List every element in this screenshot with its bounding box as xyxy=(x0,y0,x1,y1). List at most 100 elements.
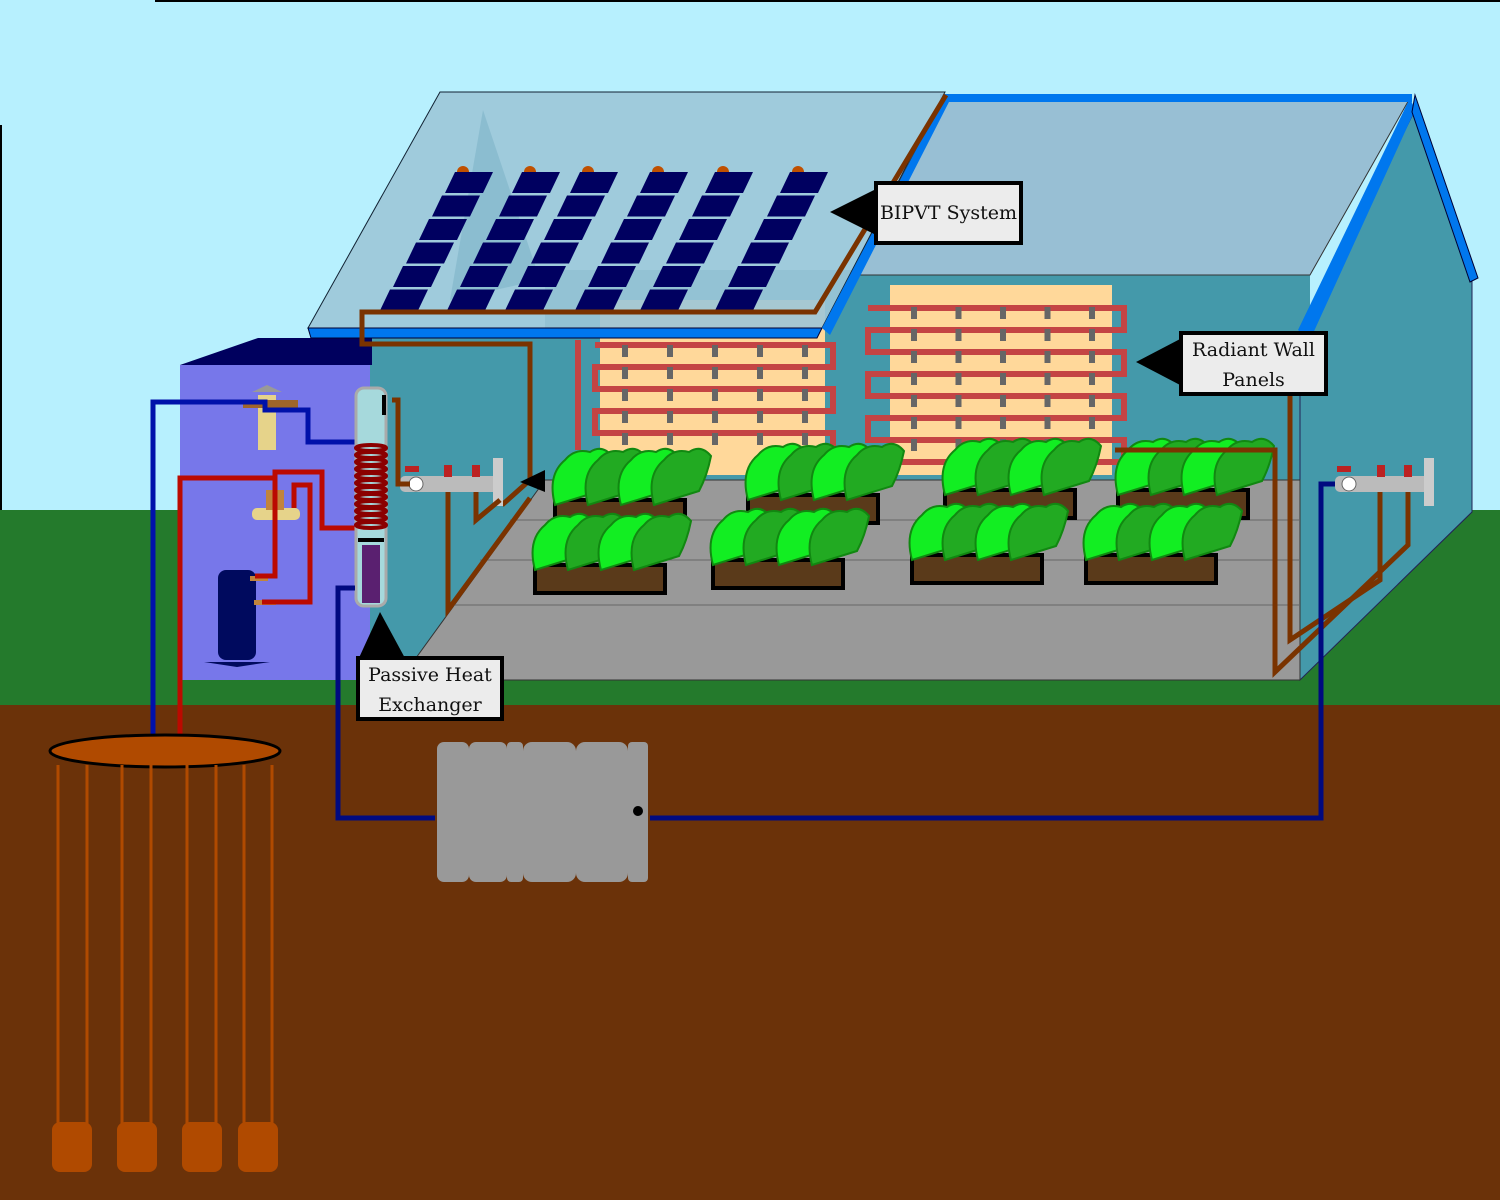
pv-panel xyxy=(588,266,636,287)
panel-clip xyxy=(622,411,628,423)
phe-pointer xyxy=(358,612,406,660)
panel-clip xyxy=(1089,373,1095,385)
panel-clip xyxy=(757,433,763,445)
panel-clip xyxy=(1089,417,1095,429)
panel-clip xyxy=(1089,329,1095,341)
panel-clip xyxy=(712,411,718,423)
borehole-pod xyxy=(117,1122,157,1172)
pv-panel xyxy=(544,219,592,240)
pv-panel xyxy=(557,195,605,217)
panel-clip xyxy=(911,307,917,319)
panel-clip xyxy=(802,367,808,379)
pv-panel xyxy=(460,266,508,287)
panel-clip xyxy=(911,351,917,363)
pv-panel xyxy=(715,289,763,311)
borehole-pod xyxy=(238,1122,278,1172)
panel-clip xyxy=(667,389,673,401)
panel-clip xyxy=(1089,351,1095,363)
pv-panel xyxy=(754,219,802,240)
panel-clip xyxy=(757,367,763,379)
ground-loop-blue-pipe xyxy=(335,585,435,821)
plant-leaf xyxy=(1040,437,1103,497)
cold-refrigerant-lines xyxy=(150,399,356,747)
panel-clip xyxy=(1044,351,1051,363)
borehole-pod xyxy=(52,1122,92,1172)
manifold-left xyxy=(400,458,503,506)
pv-array xyxy=(380,166,828,311)
panel-clip xyxy=(911,373,917,385)
panel-clip xyxy=(1000,417,1006,429)
pv-panel xyxy=(473,242,521,264)
panel-clip xyxy=(667,433,673,445)
panel-clip xyxy=(1044,307,1051,319)
panel-clip xyxy=(955,351,962,363)
panel-clip xyxy=(1089,307,1095,319)
radiant-label-line2: Panels xyxy=(1222,369,1285,391)
pv-panel xyxy=(512,172,560,193)
plant-leaf xyxy=(1181,502,1244,562)
hot-refrigerant-lines xyxy=(177,469,356,750)
pv-panel xyxy=(445,172,493,193)
pv-panel xyxy=(380,289,428,311)
bipvt-pointer xyxy=(830,188,878,236)
pv-panel xyxy=(505,289,553,311)
radiant-pointer xyxy=(1136,338,1182,386)
pv-panel xyxy=(627,195,675,217)
ground-loop-blue-pipe-return xyxy=(650,481,1335,821)
pv-panel xyxy=(692,195,740,217)
plant-leaf xyxy=(650,447,713,507)
pv-panel xyxy=(518,266,566,287)
panel-clip xyxy=(802,345,808,357)
panel-clip xyxy=(955,395,962,407)
panel-clip xyxy=(911,395,917,407)
pv-panel xyxy=(419,219,467,240)
panel-clip xyxy=(712,389,718,401)
panel-clip xyxy=(1000,329,1006,341)
panel-clip xyxy=(802,433,808,445)
panel-clip xyxy=(712,367,718,379)
borehole-pod xyxy=(182,1122,222,1172)
panel-clip xyxy=(1044,417,1051,429)
roof-edge-front xyxy=(307,327,823,339)
planter xyxy=(908,502,1070,585)
panel-clip xyxy=(757,411,763,423)
plant-leaf xyxy=(630,512,693,572)
panel-clip xyxy=(757,389,763,401)
pv-panel xyxy=(780,172,828,193)
pv-panel xyxy=(486,219,534,240)
panel-clip xyxy=(955,439,962,451)
pv-panel xyxy=(679,219,727,240)
planters xyxy=(531,437,1276,595)
roof-edge-gable xyxy=(1411,93,1479,283)
panel-clip xyxy=(667,411,673,423)
panel-clip xyxy=(955,307,962,319)
pv-panel xyxy=(640,172,688,193)
pv-panel xyxy=(531,242,579,264)
plant-leaf xyxy=(1007,502,1070,562)
panel-clip xyxy=(712,345,718,357)
panel-clip xyxy=(911,329,917,341)
panel-clip xyxy=(622,345,628,357)
bipvt-label: BIPVT System xyxy=(874,181,1023,245)
pv-panel xyxy=(653,266,701,287)
manifold-right xyxy=(1335,458,1434,506)
planter xyxy=(1082,502,1244,585)
pv-panel xyxy=(601,242,649,264)
radiant-wall-label: Radiant Wall Panels xyxy=(1179,331,1328,396)
panel-clip xyxy=(1044,395,1051,407)
panel-clip xyxy=(1000,373,1006,385)
pv-panel xyxy=(432,195,480,217)
brown-water-pipes xyxy=(392,395,1411,678)
panel-clip xyxy=(622,367,628,379)
pv-panel xyxy=(447,289,495,311)
ground-heat-exchanger xyxy=(48,733,282,1172)
panel-clip xyxy=(1000,395,1006,407)
pv-panel xyxy=(741,242,789,264)
pv-panel xyxy=(393,266,441,287)
pv-panel xyxy=(705,172,753,193)
pv-panel xyxy=(767,195,815,217)
pv-panel xyxy=(666,242,714,264)
pv-panel xyxy=(406,242,454,264)
